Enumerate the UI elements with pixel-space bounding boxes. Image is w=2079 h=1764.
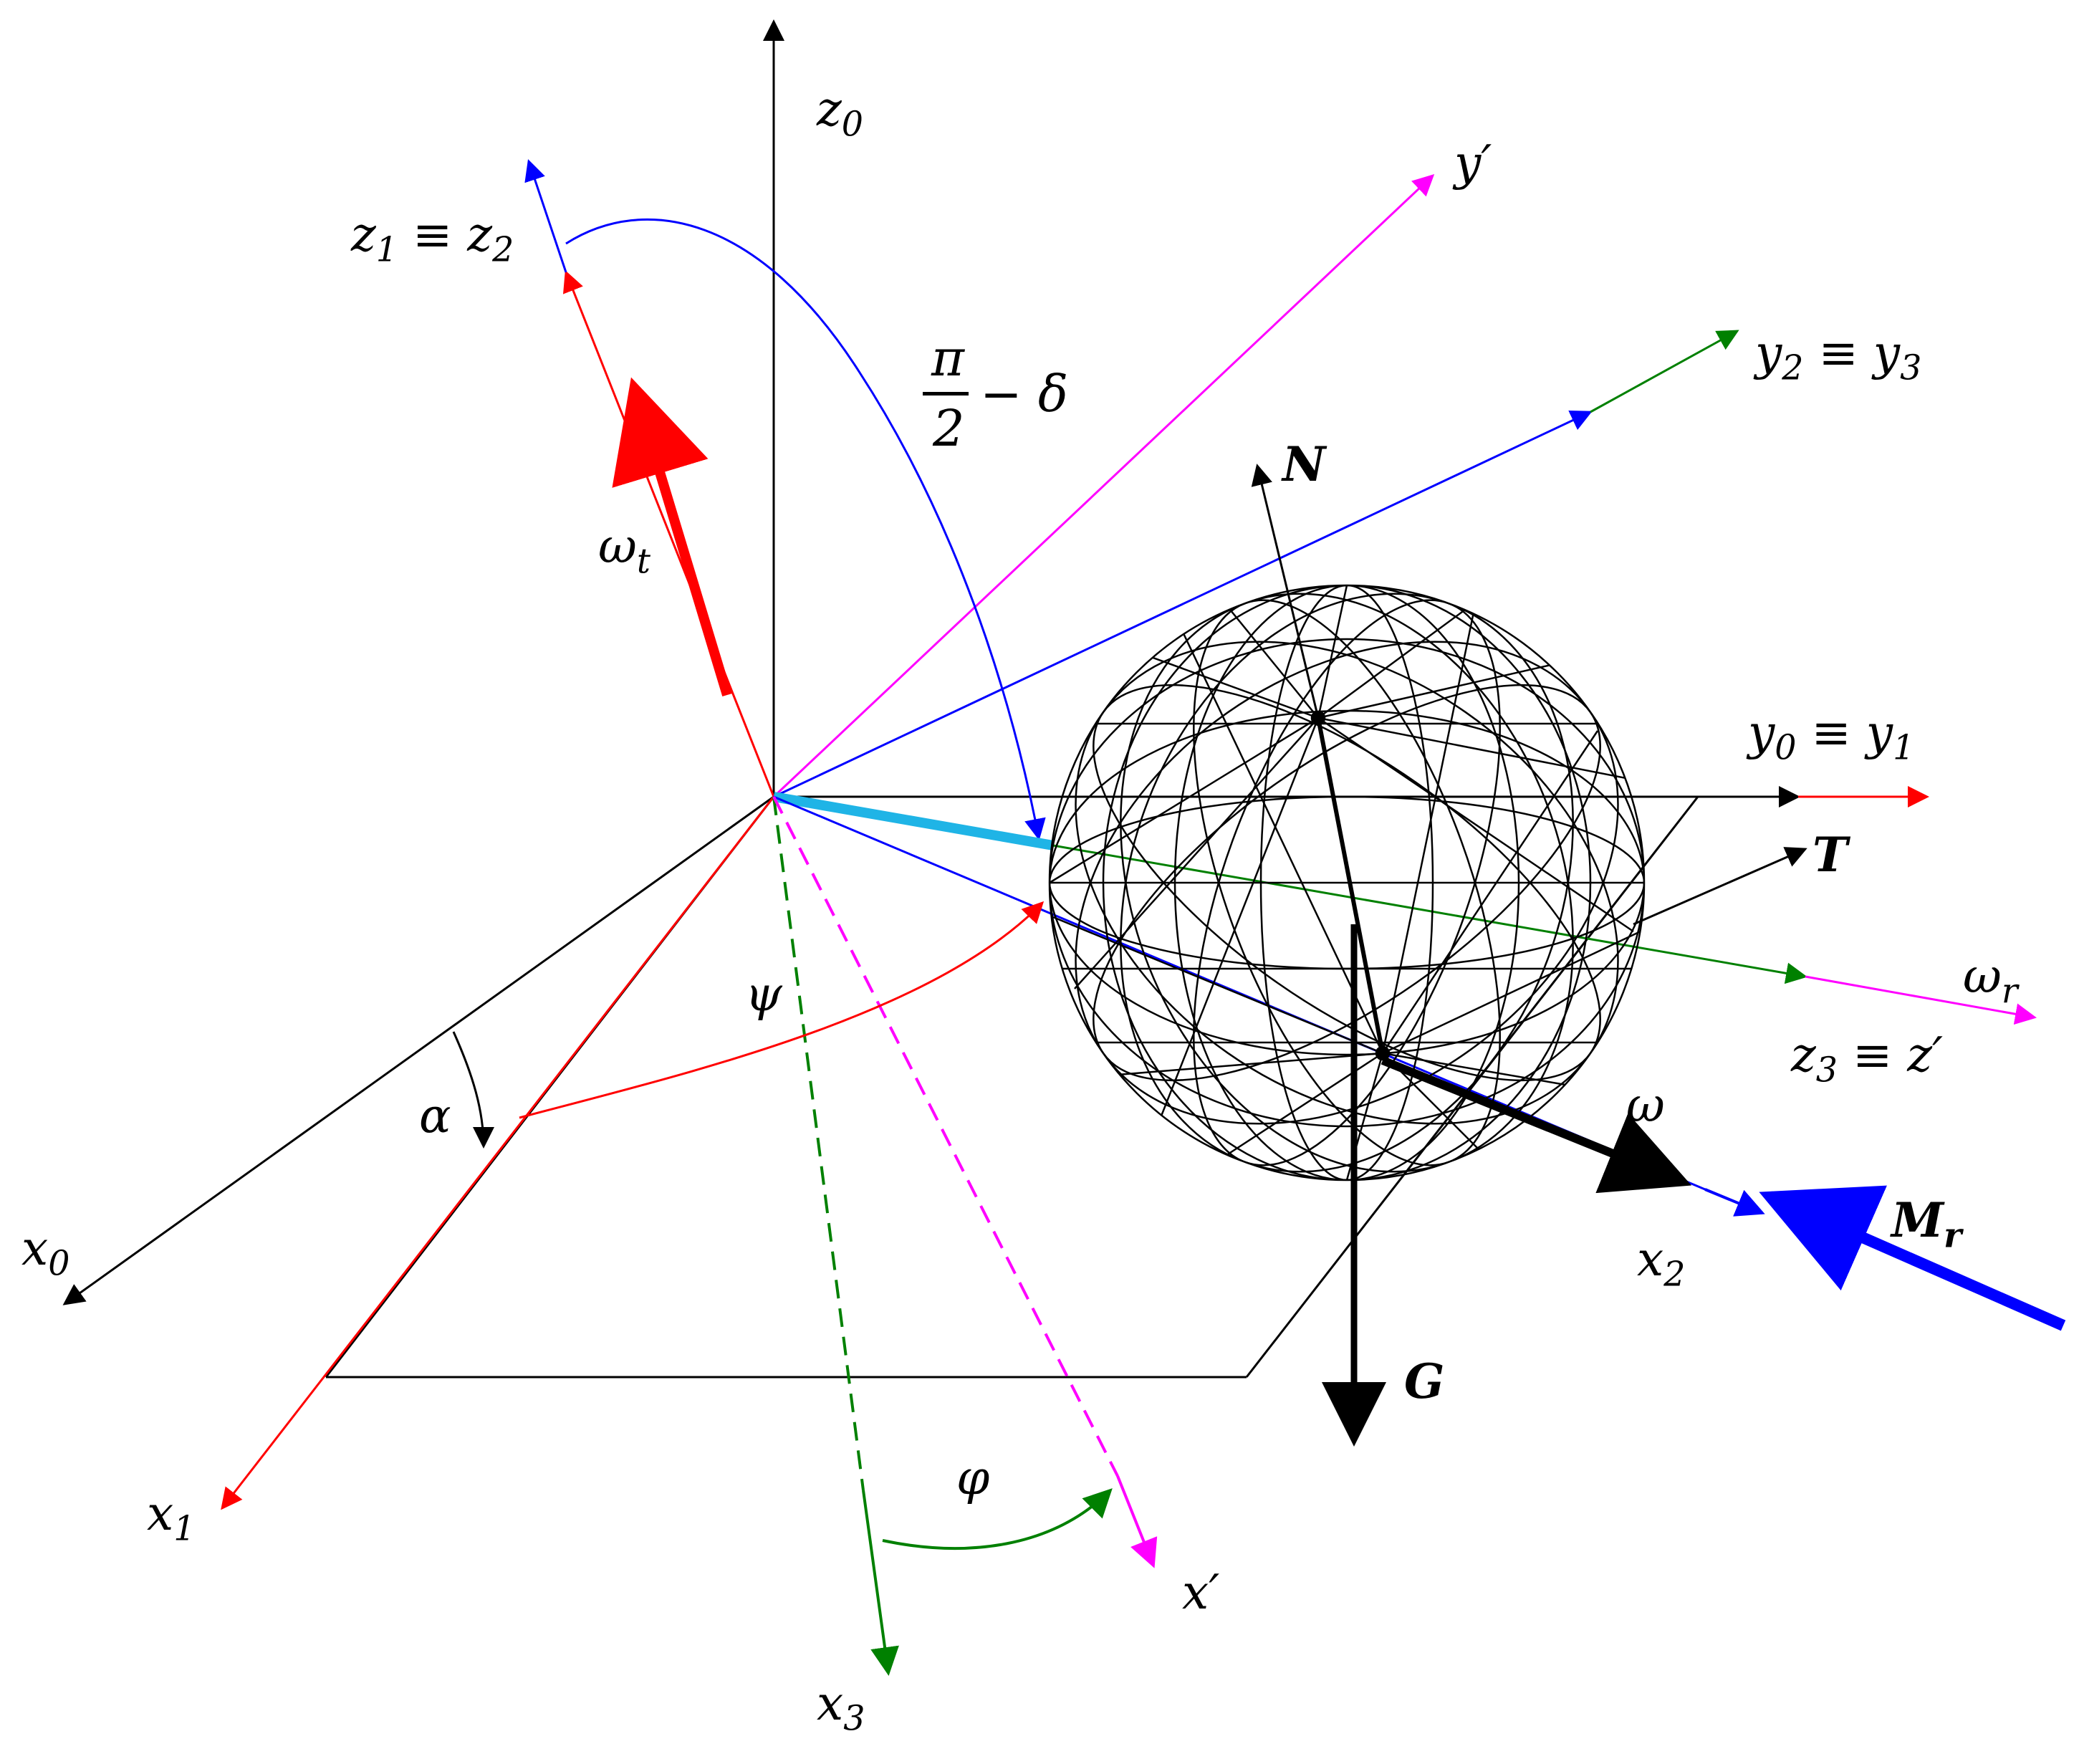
label-y0-y1: y0 ≡ y1 (1748, 705, 1915, 768)
y2-y3-axis-green (1590, 330, 1739, 413)
label-psi: ψ (745, 967, 782, 1022)
label-x2: x2 (1637, 1232, 1686, 1295)
label-x3: x3 (817, 1676, 865, 1739)
label-z0: z0 (817, 82, 864, 145)
fraction-rest: − δ (980, 365, 1069, 423)
label-omega: ω (1626, 1078, 1665, 1133)
N-axis-line (1316, 717, 1385, 1054)
omega-r-axis-magenta (1805, 975, 2037, 1025)
fraction-denominator: 2 (933, 399, 965, 458)
label-omega-r: ωr (1963, 949, 2018, 1012)
cyan-segment (772, 792, 1055, 850)
x0-axis (62, 795, 774, 1305)
x-prime-axis-dashed (772, 796, 1119, 1477)
label-omega-t: ωt (598, 519, 650, 582)
angle-arc-phi (882, 1488, 1113, 1550)
label-phi: φ (956, 1450, 990, 1505)
x3-axis (862, 1490, 899, 1676)
sphere-wireframe (1048, 584, 1646, 1181)
label-G: G (1404, 1353, 1445, 1409)
x3-axis-dashed (772, 796, 865, 1491)
label-x1: x1 (147, 1486, 196, 1549)
x2-axis-head (1704, 1188, 1765, 1217)
fraction-bar (923, 392, 969, 396)
x1-axis (221, 796, 775, 1510)
label-z1-z2: z1 ≡ z2 (351, 207, 514, 270)
label-y2-y3: y2 ≡ y3 (1755, 325, 1922, 388)
ground-plane (325, 795, 1699, 1379)
z1-z2-axis-blue (524, 159, 567, 273)
label-z3-zprime: z3 ≡ z′ (1791, 1027, 1944, 1090)
label-x-prime: x′ (1182, 1565, 1220, 1620)
z1-z2-axis-red (562, 270, 775, 797)
label-Mr: Mr (1891, 1192, 1962, 1256)
angle-arc-pi-over-2-minus-delta (565, 219, 1046, 840)
label-x0: x0 (21, 1221, 70, 1284)
omega-t-vector (612, 377, 732, 697)
label-pi-over-2-minus-delta: π 2 − δ (917, 326, 1103, 469)
omega-vector (1381, 1056, 1692, 1194)
N-vector (1251, 464, 1320, 719)
x-prime-axis (1116, 1475, 1158, 1568)
T-vector (1633, 847, 1807, 926)
angle-arc-psi (519, 901, 1045, 1119)
y2-y3-axis-blue (773, 410, 1593, 798)
label-N: N (1282, 436, 1326, 492)
label-alpha: α (419, 1088, 451, 1144)
angle-arc-alpha (452, 1031, 494, 1149)
label-T: T (1812, 827, 1848, 883)
fraction-numerator: π (931, 329, 965, 388)
Mr-vector (1759, 1185, 2066, 1331)
y-prime-axis (772, 173, 1435, 798)
label-y-prime: y′ (1454, 135, 1492, 191)
